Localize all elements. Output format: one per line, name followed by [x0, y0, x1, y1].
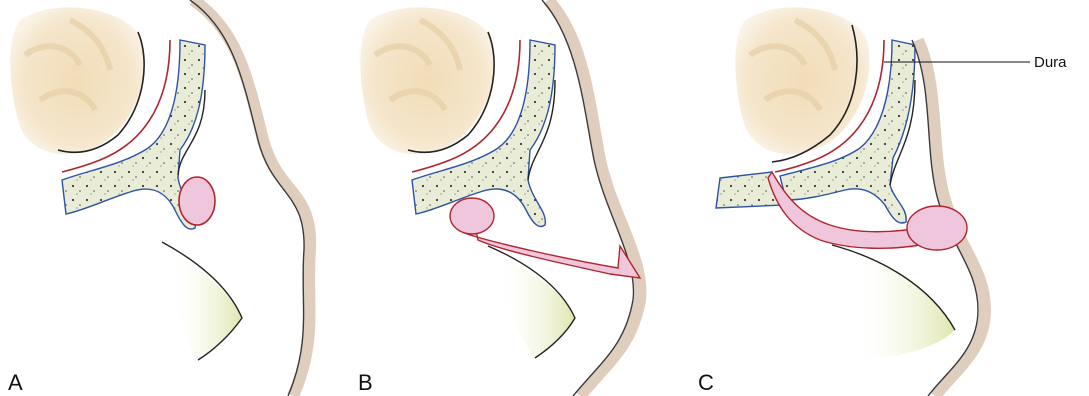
- brain-tissue: [360, 7, 494, 154]
- panel-a: A: [8, 0, 310, 396]
- panel-label-b: B: [358, 370, 373, 395]
- dura-label: Dura: [1034, 54, 1067, 71]
- panel-label-a: A: [8, 370, 23, 395]
- brain-tissue: [10, 7, 144, 154]
- nasal-cartilage: [162, 242, 242, 360]
- nasal-cartilage: [832, 245, 955, 360]
- panel-label-c: C: [698, 370, 714, 395]
- panel-c: Dura C: [698, 7, 1067, 396]
- panel-b: B: [358, 0, 641, 396]
- lesion-small: [179, 177, 215, 225]
